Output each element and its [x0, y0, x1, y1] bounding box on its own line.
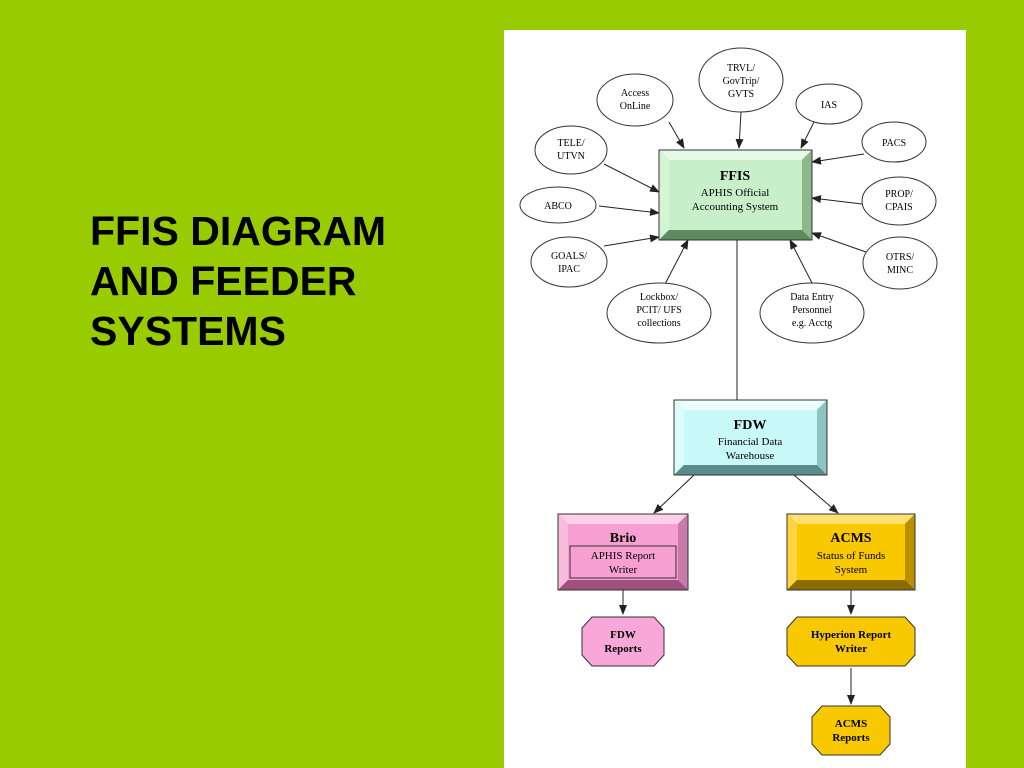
output-text: FDW: [610, 629, 636, 641]
acms-subtitle: System: [835, 564, 868, 576]
feeder-text: TRVL/: [727, 63, 755, 74]
ffis-subtitle: APHIS Official: [701, 187, 770, 199]
fdw-face: [684, 410, 817, 465]
feeder-prop-cpais: PROP/ CPAIS: [861, 176, 937, 226]
acms-face: [797, 524, 905, 580]
feeder-text: GovTrip/: [723, 76, 760, 87]
feeder-ias: IAS: [795, 83, 863, 125]
title-line-1: FFIS DIAGRAM: [90, 208, 387, 254]
acms-subtitle: Status of Funds: [817, 550, 885, 562]
feeder-text: collections: [637, 318, 680, 329]
feeder-otrs-minc: OTRS/ MINC: [862, 236, 938, 290]
feeder-text: TELE/: [557, 138, 584, 149]
feeder-pacs: PACS: [861, 121, 927, 163]
fdw-title: FDW: [734, 418, 767, 433]
feeder-text: Lockbox/: [640, 292, 679, 303]
ffis-diagram: Access OnLine TRVL/ GovTrip/ GVTS IAS TE…: [519, 47, 938, 756]
feeder-text: MINC: [887, 265, 913, 276]
arrow-lockbox: [663, 239, 689, 287]
feeder-text: IAS: [821, 100, 837, 111]
brio-title: Brio: [610, 531, 636, 546]
feeder-text: OTRS/: [886, 252, 915, 263]
output-text: Hyperion Report: [811, 629, 892, 641]
arrow-prop: [811, 195, 863, 205]
feeder-tele-utvn: TELE/ UTVN: [534, 125, 608, 175]
slide-title: FFIS DIAGRAM AND FEEDER SYSTEMS: [90, 206, 470, 356]
fdw-subtitle: Warehouse: [726, 450, 775, 462]
feeder-text: PACS: [882, 138, 906, 149]
feeder-text: Data Entry: [790, 292, 834, 303]
feeder-goals-ipac: GOALS/ IPAC: [530, 236, 608, 288]
title-line-3: SYSTEMS: [90, 308, 286, 354]
fdw-box: FDW Financial Data Warehouse: [673, 399, 828, 476]
arrow-trvl: [735, 111, 744, 149]
feeder-abco: ABCO: [519, 186, 597, 224]
feeder-text: UTVN: [557, 151, 585, 162]
fdw-subtitle: Financial Data: [718, 436, 783, 448]
arrow-fdw-brio: [653, 474, 695, 514]
arrow-abco: [598, 205, 660, 216]
hyperion-report-writer-hexagon: Hyperion Report Writer: [786, 616, 916, 667]
feeder-text: IPAC: [558, 264, 580, 275]
feeder-arrows: [598, 111, 867, 705]
output-text: Reports: [604, 643, 642, 655]
acms-reports-hexagon: ACMS Reports: [811, 705, 891, 756]
fdw-reports-hexagon: FDW Reports: [581, 616, 665, 667]
ffis-title: FFIS: [720, 169, 751, 184]
output-text: Reports: [832, 732, 870, 744]
arrow-otrs: [811, 232, 867, 253]
brio-box: Brio APHIS Report Writer: [557, 513, 689, 591]
feeder-text: Access: [621, 88, 649, 99]
arrow-ias: [800, 121, 815, 149]
feeder-lockbox: Lockbox/ PCIT/ UFS collections: [606, 282, 712, 344]
feeder-access-online: Access OnLine: [596, 73, 674, 127]
feeder-text: Personnel: [792, 305, 832, 316]
arrow-tele: [603, 163, 660, 193]
feeder-text: e.g. Acctg: [792, 318, 832, 329]
feeder-text: CPAIS: [885, 202, 912, 213]
ffis-face: [669, 160, 802, 230]
arrow-fdw-acms: [793, 474, 839, 514]
feeder-text: GVTS: [728, 89, 754, 100]
brio-subtitle: APHIS Report: [591, 550, 655, 562]
arrow-data-entry: [789, 239, 813, 284]
feeder-text: GOALS/: [551, 251, 587, 262]
acms-box: ACMS Status of Funds System: [786, 513, 916, 591]
brio-face: [568, 524, 678, 580]
brio-subtitle: Writer: [609, 564, 638, 576]
arrow-access-online: [668, 121, 685, 149]
feeder-trvl-govtrip-gvts: TRVL/ GovTrip/ GVTS: [698, 47, 784, 113]
feeder-data-entry: Data Entry Personnel e.g. Acctg: [759, 282, 865, 344]
ffis-subtitle: Accounting System: [692, 201, 779, 213]
output-text: Writer: [835, 643, 867, 655]
acms-title: ACMS: [830, 531, 871, 546]
arrow-goals: [603, 234, 660, 247]
output-text: ACMS: [835, 718, 867, 730]
diagram-panel: Access OnLine TRVL/ GovTrip/ GVTS IAS TE…: [504, 30, 966, 768]
feeder-text: PCIT/ UFS: [636, 305, 681, 316]
feeder-text: PROP/: [885, 189, 913, 200]
title-line-2: AND FEEDER: [90, 258, 357, 304]
ffis-box: FFIS APHIS Official Accounting System: [658, 149, 813, 241]
arrow-pacs: [811, 153, 865, 165]
feeder-text: OnLine: [620, 101, 651, 112]
feeder-text: ABCO: [544, 201, 572, 212]
